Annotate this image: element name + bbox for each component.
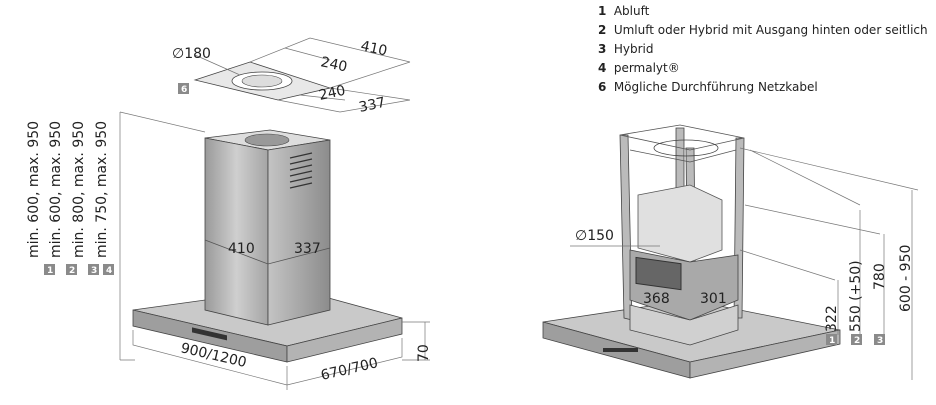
svg-text:1: 1 xyxy=(829,336,835,346)
plate-depth-inner-label: 240 xyxy=(318,83,347,104)
inner-width-label: 368 xyxy=(643,291,670,307)
svg-text:3: 3 xyxy=(91,266,97,276)
plate-width-outer-label: 410 xyxy=(359,38,388,59)
legend-item: 6 Mögliche Durchführung Netzkabel xyxy=(598,80,818,94)
svg-text:2: 2 xyxy=(854,336,860,346)
legend-item: 3 Hybrid xyxy=(598,42,654,56)
legend: 1 Abluft 2 Umluft oder Hybrid mit Ausgan… xyxy=(598,2,928,97)
svg-text:1: 1 xyxy=(47,266,53,276)
height-options-right: 322 550 (+50) 780 600 - 950 1 2 3 xyxy=(824,245,914,346)
duct-diameter-label: ∅150 xyxy=(575,228,614,244)
svg-text:min. 600, max. 950: min. 600, max. 950 xyxy=(26,121,42,258)
plate-diameter-label: ∅180 xyxy=(172,46,211,62)
canopy-height-label: 70 xyxy=(416,344,432,362)
svg-text:3: 3 xyxy=(877,336,883,346)
plate-width-inner-label: 240 xyxy=(319,54,348,75)
svg-text:322: 322 xyxy=(824,305,840,332)
legend-item: 1 Abluft xyxy=(598,4,650,18)
island-hood-right: ∅150 368 301 xyxy=(542,124,919,380)
chimney-depth-label: 337 xyxy=(294,241,321,257)
svg-text:780: 780 xyxy=(872,263,888,290)
inner-depth-label: 301 xyxy=(700,291,727,307)
plate-depth-outer-label: 337 xyxy=(358,95,387,116)
svg-text:min. 750, max. 950: min. 750, max. 950 xyxy=(94,121,110,258)
svg-text:2: 2 xyxy=(69,266,75,276)
island-hood-left: 410 337 900/1200 670/700 70 xyxy=(119,111,432,390)
ceiling-plate: ∅180 410 240 240 337 6 xyxy=(172,37,411,116)
svg-text:6: 6 xyxy=(181,85,187,95)
svg-text:min. 800, max. 950: min. 800, max. 950 xyxy=(71,121,87,258)
svg-text:550 (+50): 550 (+50) xyxy=(848,260,864,332)
canopy-depth-label: 670/700 xyxy=(319,355,379,384)
svg-text:600 - 950: 600 - 950 xyxy=(898,245,914,312)
legend-item: 4 permalyt® xyxy=(598,61,680,75)
svg-text:4: 4 xyxy=(106,266,112,276)
height-options-left: min. 600, max. 950 min. 600, max. 950 mi… xyxy=(26,121,114,276)
chimney-width-label: 410 xyxy=(228,241,255,257)
badge xyxy=(178,83,189,94)
legend-item: 2 Umluft oder Hybrid mit Ausgang hinten … xyxy=(598,23,928,37)
svg-text:min. 600, max. 950: min. 600, max. 950 xyxy=(48,121,64,258)
